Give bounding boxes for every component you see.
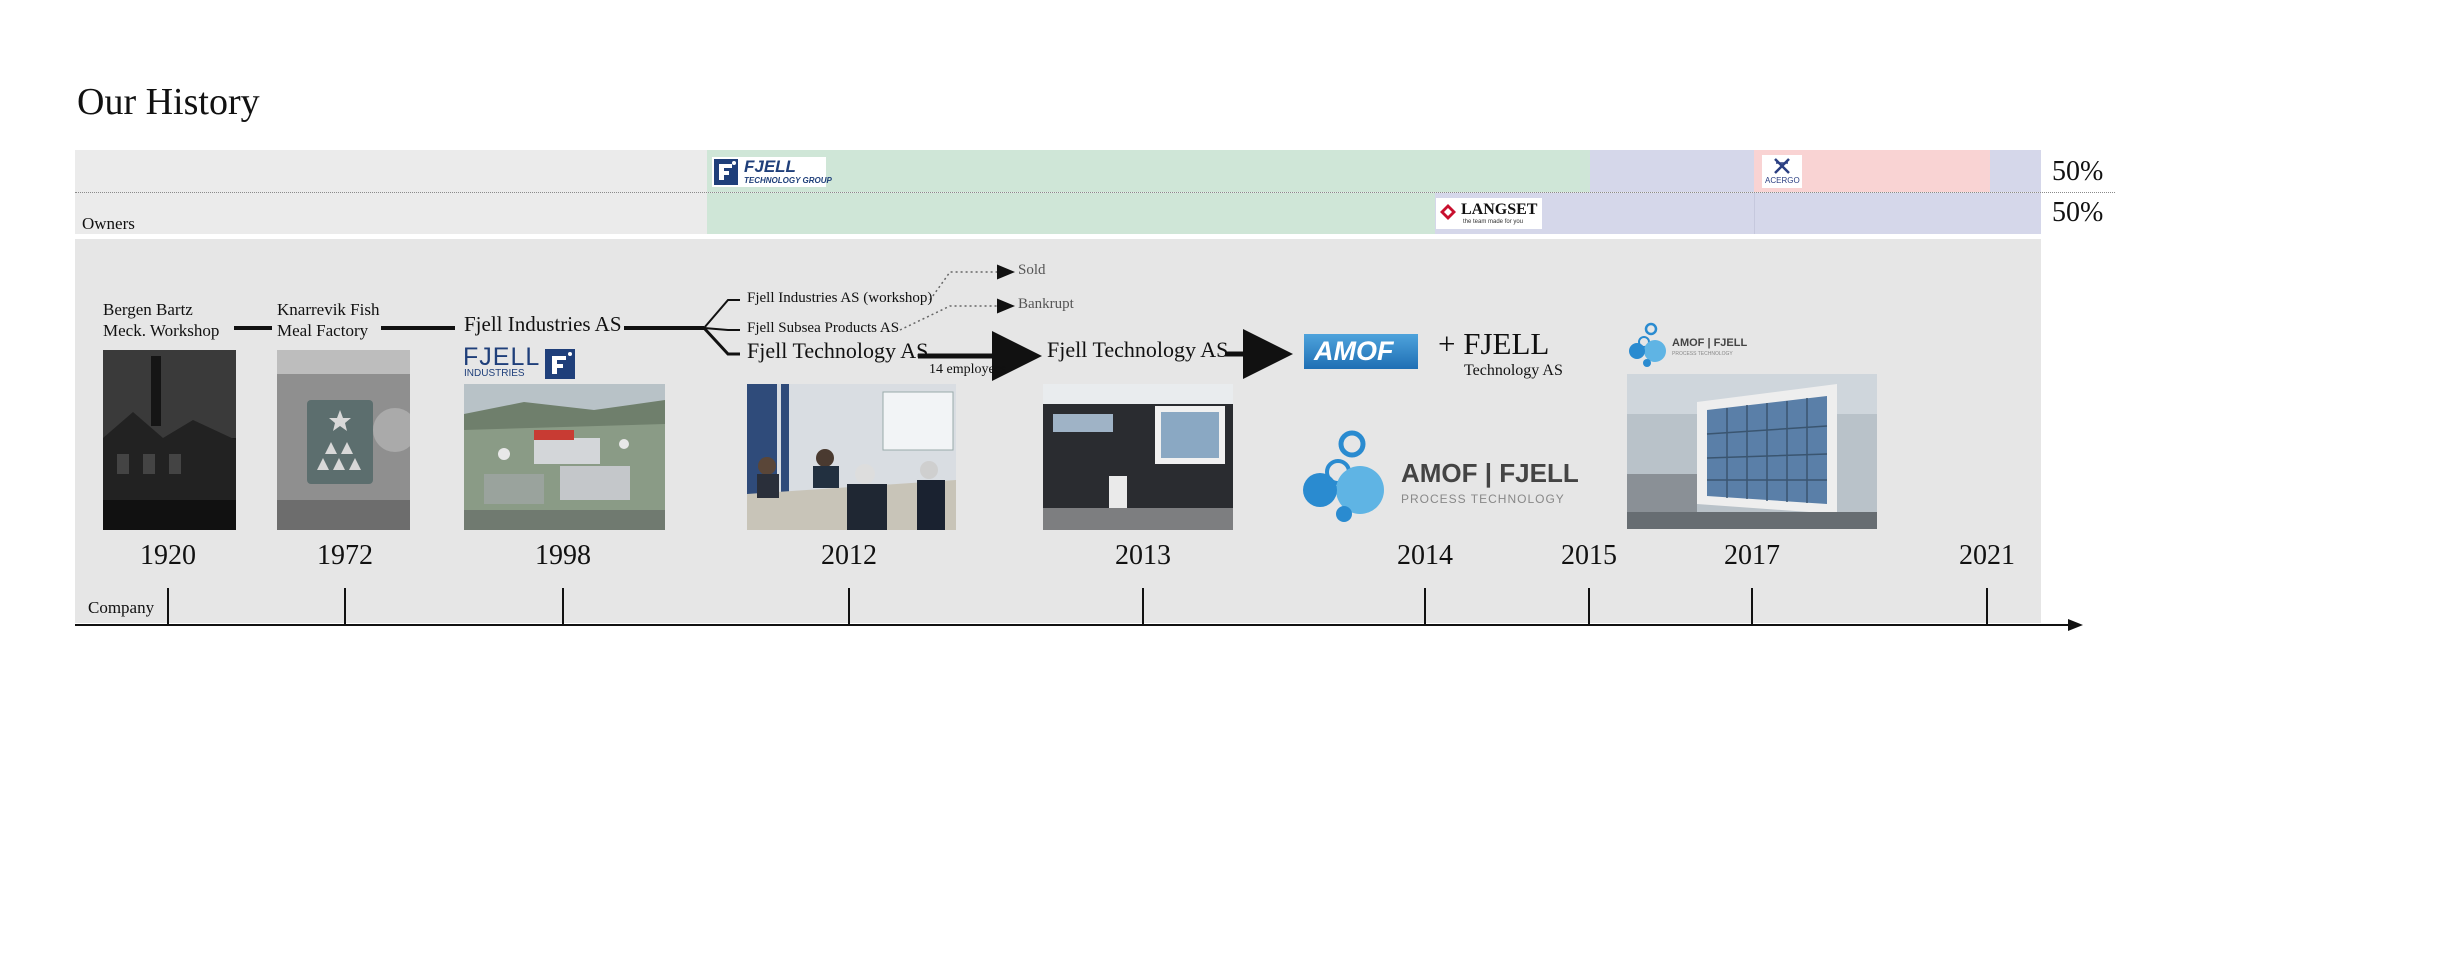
amof-fjell-small-name: AMOF | FJELL: [1672, 337, 1748, 349]
bubbles-icon-small: [1629, 322, 1666, 367]
acergo-logo-name: ACERGO: [1765, 176, 1800, 185]
company-label: Company: [88, 598, 155, 617]
entity-fjell-technology-2012: Fjell Technology AS: [747, 338, 929, 363]
owner-share-top: 50%: [2052, 156, 2104, 187]
photo-1998: [464, 384, 665, 530]
langset-logo-sub: the team made for you: [1463, 219, 1524, 225]
amof-logo-name: AMOF: [1314, 336, 1394, 366]
entity-knarrevik-line2: Meal Factory: [277, 321, 369, 340]
langset-logo-name: LANGSET: [1461, 201, 1538, 218]
amof-fjell-large-name: AMOF | FJELL: [1401, 458, 1579, 488]
year-label-2017: 2017: [1724, 540, 1780, 571]
acergo-logo-mark: [1774, 158, 1790, 174]
machine-photo-icon: [277, 350, 410, 530]
owner-segment-langset-top: [1590, 150, 1754, 192]
outcome-sold: Sold: [1018, 262, 1046, 278]
headquarters-photo-icon: [1627, 374, 1877, 529]
amof-fjell-logo-small: AMOF | FJELL PROCESS TECHNOLOGY: [1627, 322, 1757, 368]
amof-fjell-large-sub: PROCESS TECHNOLOGY: [1401, 492, 1565, 506]
owners-label: Owners: [82, 214, 135, 233]
employees-note: 14 employees: [929, 362, 1007, 377]
fjell-group-logo-sub: TECHNOLOGY GROUP: [744, 176, 832, 185]
langset-logo: LANGSET the team made for you: [1436, 198, 1542, 229]
aerial-photo-icon: [464, 384, 665, 530]
entity-knarrevik-line1: Knarrevik Fish: [277, 300, 380, 319]
fjell-group-logo-name: FJELL: [744, 157, 796, 176]
building-photo-icon: [1043, 384, 1233, 530]
axis-arrowhead: [2068, 619, 2083, 631]
owner-share-bottom: 50%: [2052, 197, 2104, 228]
photo-2013: [1043, 384, 1233, 530]
fjell-group-logo-mark: [714, 159, 738, 185]
fjell-group-logo: FJELL TECHNOLOGY GROUP: [712, 157, 832, 187]
year-label-1998: 1998: [535, 540, 591, 571]
entity-bergen-bartz-line2: Meck. Workshop: [103, 321, 220, 340]
year-label-2012: 2012: [821, 540, 877, 571]
owner-segment-fjell-group-bottom: [707, 193, 1435, 234]
owners-divider: [75, 192, 2115, 193]
amof-logo: AMOF: [1304, 334, 1418, 369]
fjell-industries-logo-sub: INDUSTRIES: [464, 368, 525, 379]
entity-knarrevik: Knarrevik Fish Meal Factory: [277, 299, 379, 341]
fjell-industries-logo-mark: [545, 349, 575, 379]
fjell-industries-logo: FJELL INDUSTRIES: [463, 343, 575, 381]
year-label-2015: 2015: [1561, 540, 1617, 571]
factory-photo-icon: [103, 350, 236, 530]
technology-as: Technology AS: [1464, 362, 1563, 379]
year-label-2014: 2014: [1397, 540, 1453, 571]
amof-fjell-small-sub: PROCESS TECHNOLOGY: [1672, 351, 1733, 357]
year-label-2013: 2013: [1115, 540, 1171, 571]
photo-1972: [277, 350, 410, 530]
page-title: Our History: [77, 81, 260, 123]
year-label-1972: 1972: [317, 540, 373, 571]
photo-2012: [747, 384, 956, 530]
photo-2017: [1627, 374, 1877, 529]
entity-bergen-bartz-line1: Bergen Bartz: [103, 300, 193, 319]
entity-fjell-subsea: Fjell Subsea Products AS: [747, 320, 900, 336]
meeting-photo-icon: [747, 384, 956, 530]
owner-divider: [1754, 193, 1755, 234]
outcome-bankrupt: Bankrupt: [1018, 296, 1074, 312]
amof-fjell-logo-large: AMOF | FJELL PROCESS TECHNOLOGY: [1298, 430, 1579, 525]
fjell-industries-logo-name: FJELL: [463, 343, 541, 371]
photo-1920: [103, 350, 236, 530]
owner-segment-blue-end-top: [1990, 150, 2041, 192]
year-label-2021: 2021: [1959, 540, 2015, 571]
year-label-1920: 1920: [140, 540, 196, 571]
entity-fjell-industries: Fjell Industries AS: [464, 312, 622, 336]
plus-fjell: + FJELL: [1438, 326, 1550, 361]
entity-fjell-industries-workshop: Fjell Industries AS (workshop): [747, 290, 933, 306]
bubbles-icon: [1303, 430, 1384, 522]
entity-fjell-technology-2013: Fjell Technology AS: [1047, 337, 1229, 362]
langset-logo-mark: [1440, 204, 1456, 220]
entity-bergen-bartz: Bergen Bartz Meck. Workshop: [103, 299, 219, 341]
acergo-logo: ACERGO: [1762, 155, 1802, 188]
owner-segment-fjell-group: [707, 150, 1590, 192]
